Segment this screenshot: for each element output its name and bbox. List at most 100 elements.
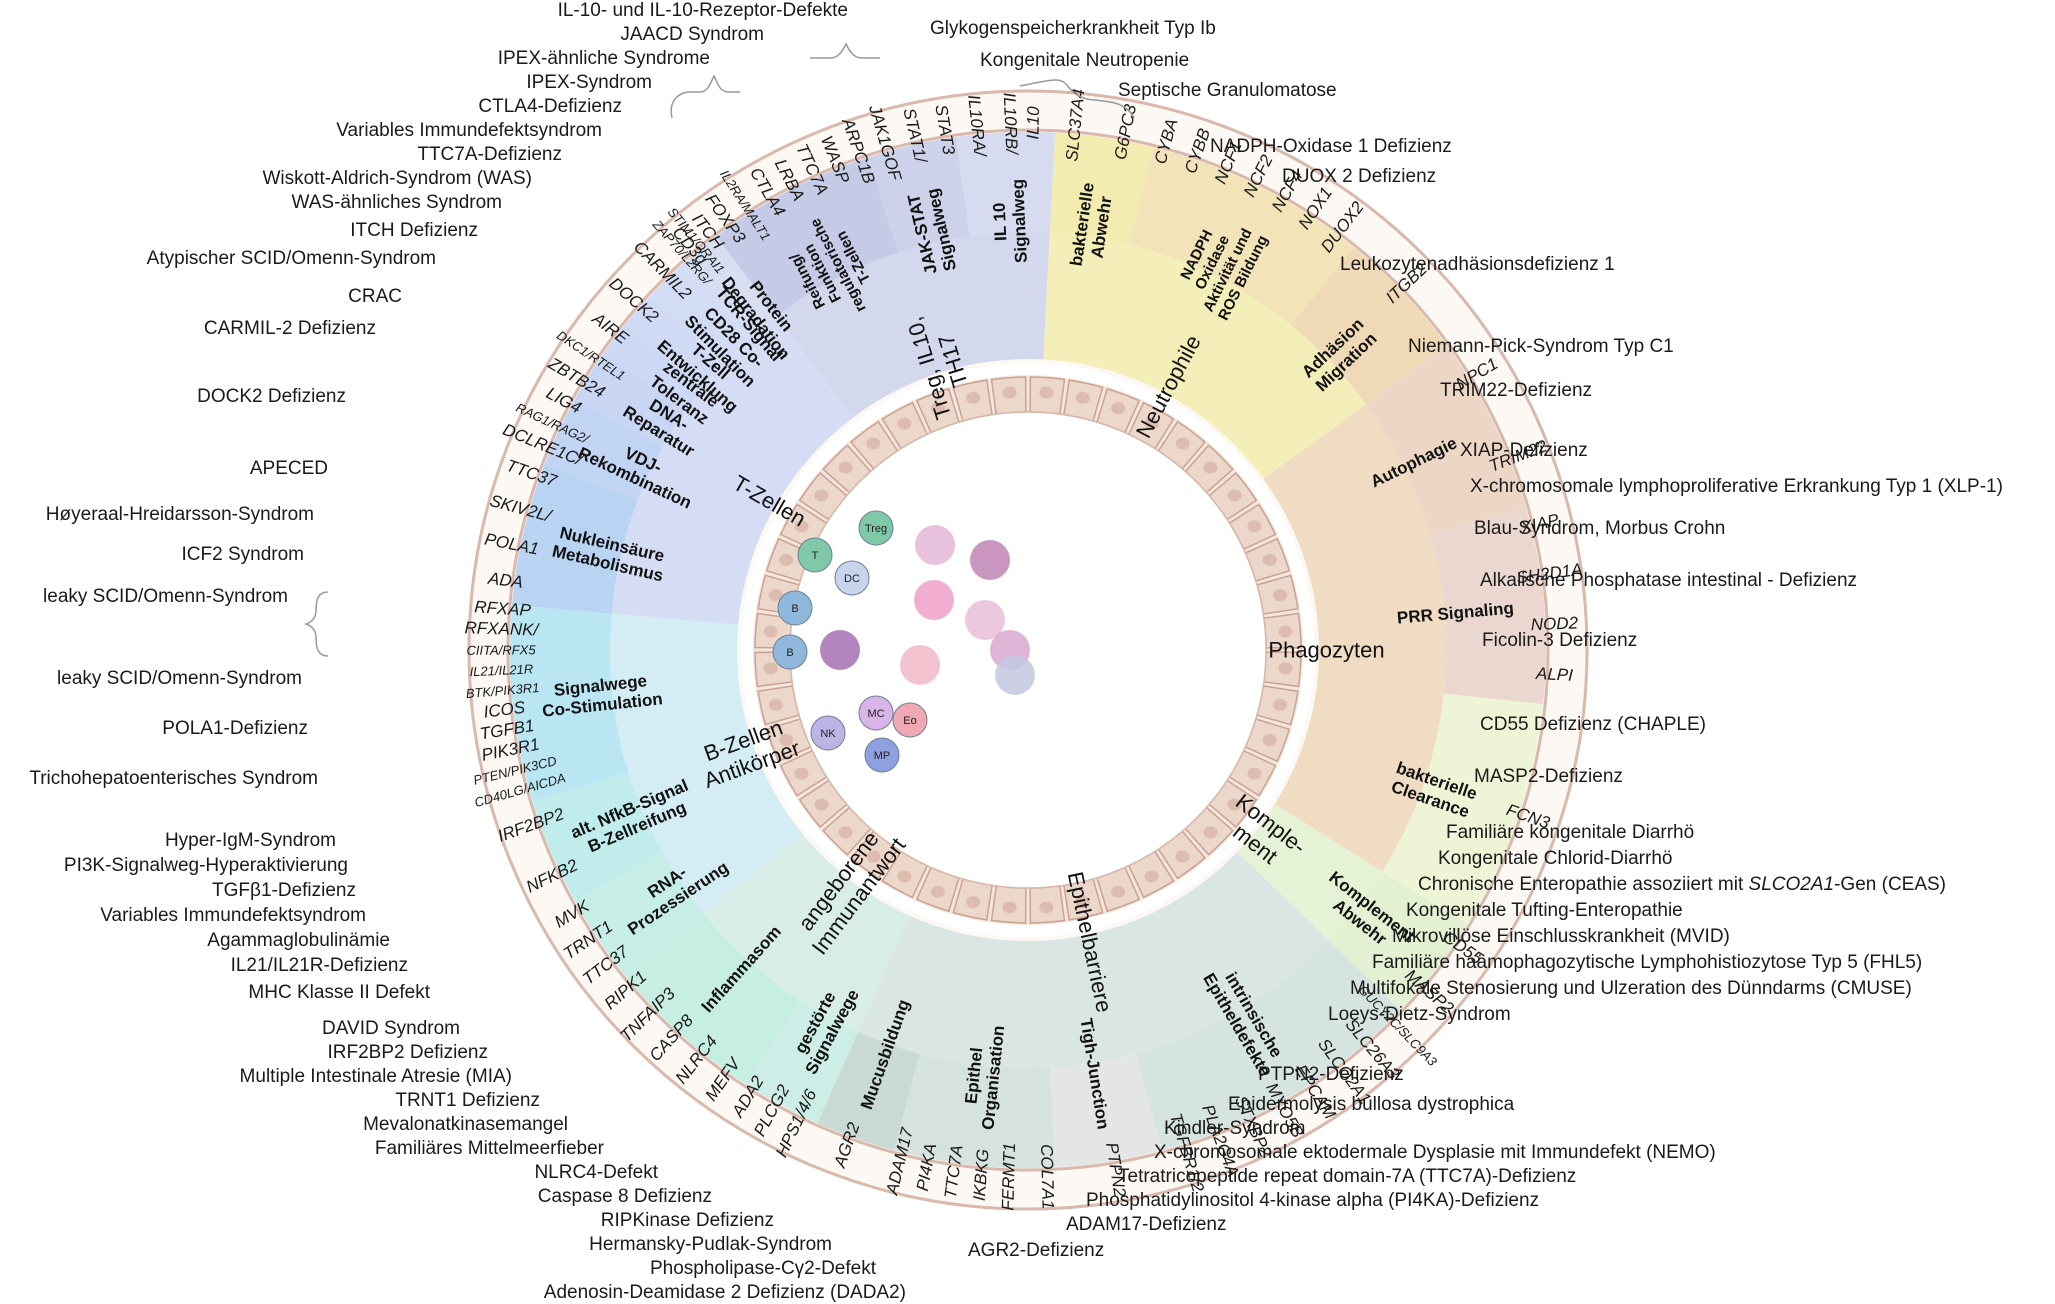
- cell-nucleus: [897, 870, 912, 883]
- cell-label: Treg: [865, 523, 887, 535]
- sector-band-treg: [776, 232, 1050, 411]
- cell-nucleus: [1075, 391, 1090, 404]
- group-band-bcell-2: [510, 604, 629, 802]
- group-band-phago-0: [1366, 345, 1526, 535]
- disease-label-left: Atypischer SCID/Omenn-Syndrom: [146, 248, 436, 269]
- inner-sector-innate: [793, 833, 910, 926]
- sector-band-tcell: [611, 316, 848, 624]
- inner-sector-bcell: [726, 623, 802, 841]
- disease-label-right: X-chromosomale ektodermale Dysplasie mit…: [1154, 1142, 1716, 1163]
- group-band-epi-1: [1049, 1053, 1163, 1168]
- disease-label-right: NADPH-Oxidase 1 Defizienz: [1210, 136, 1452, 157]
- disease-label-left: Adenosin-Deamidase 2 Defizienz (DADA2): [543, 1282, 906, 1303]
- disease-label-left: CRAC: [348, 286, 402, 307]
- disease-label-left: RIPKinase Defizienz: [600, 1210, 774, 1231]
- cell-nucleus: [1075, 896, 1090, 909]
- group-band-tcell-5: [649, 265, 749, 365]
- cell-label: DC: [844, 573, 860, 585]
- disease-label-left: Hermansky-Pudlak-Syndrom: [589, 1234, 832, 1255]
- cell-label: T: [812, 550, 819, 562]
- cell-nucleus: [1273, 698, 1288, 711]
- disease-label-left: TTC7A-Defizienz: [417, 144, 562, 165]
- disease-label-left: MHC Klasse II Defekt: [248, 982, 430, 1003]
- disease-label-left: Variables Immundefektsyndrom: [100, 905, 366, 926]
- gene-label: IL10: [1023, 106, 1043, 140]
- sector-band-phago: [1270, 404, 1446, 872]
- disease-label-right: DUOX 2 Defizienz: [1282, 166, 1437, 187]
- group-band-phago-1: [1429, 507, 1546, 705]
- disease-label-right: Chronische Enteropathie assoziiert mit S…: [1418, 874, 1947, 895]
- cell-nucleus: [1002, 901, 1017, 914]
- cell-nucleus: [1278, 662, 1293, 675]
- gene-label: RFXAP: [474, 597, 532, 620]
- cell-nucleus: [1227, 798, 1242, 811]
- disease-label-right: Niemann-Pick-Syndrom Typ C1: [1408, 336, 1674, 357]
- inner-sector-kompl: [1237, 804, 1285, 860]
- immune-cell-mc: MC: [858, 695, 894, 731]
- group-band-neutro-2: [1291, 247, 1448, 405]
- tissue-cell: [965, 600, 1005, 640]
- brace-top-left: [670, 74, 740, 119]
- disease-label-left: Phospholipase-Cγ2-Defekt: [649, 1258, 876, 1279]
- cell-nucleus: [1247, 520, 1262, 533]
- svg-text:Phagozyten: Phagozyten: [1268, 638, 1384, 663]
- sector-band-kompl: [1243, 808, 1383, 941]
- group-band-tcell-7: [702, 236, 777, 326]
- disease-label-right: X-chromosomale lymphoproliferative Erkra…: [1470, 476, 2003, 497]
- disease-label-left: APECED: [249, 458, 328, 479]
- disease-label-right: Septische Granulomatose: [1118, 80, 1337, 101]
- cell-label: MC: [867, 708, 884, 720]
- cell-nucleus: [814, 798, 829, 811]
- cell-nucleus: [1002, 386, 1017, 399]
- group-band-kompl-0: [1328, 871, 1468, 1010]
- disease-label-left: DOCK2 Defizienz: [197, 386, 346, 407]
- disease-label-left: TRNT1 Defizienz: [395, 1090, 540, 1111]
- disease-label-left: IPEX-ähnliche Syndrome: [497, 48, 710, 69]
- group-band-phago-2: [1382, 693, 1544, 925]
- disease-label-left: ICF2 Syndrom: [181, 544, 304, 565]
- disease-label-left: TGFβ1-Defizienz: [212, 880, 356, 901]
- inner-sector-neutro: [1043, 348, 1273, 479]
- disease-label-left: JAACD Syndrom: [620, 24, 764, 45]
- disease-label-left: POLA1-Defizienz: [162, 718, 308, 739]
- cell-nucleus: [1111, 885, 1126, 898]
- disease-label-left: Agammaglobulinämie: [207, 930, 390, 951]
- tissue-cell: [820, 630, 860, 670]
- gene-label: IKBKG: [970, 1148, 993, 1201]
- inner-sector-phago: [1263, 472, 1330, 811]
- disease-label-right: Mikrovillöse Einschlusskrankheit (MVID): [1392, 926, 1730, 947]
- cell-nucleus: [1262, 553, 1277, 566]
- cell-nucleus: [1203, 826, 1218, 839]
- disease-label-right: CD55 Defizienz (CHAPLE): [1480, 714, 1706, 735]
- brace-top-mid: [810, 42, 880, 59]
- disease-label-left: NLRC4-Defekt: [534, 1162, 658, 1183]
- gene-label: CIITA/RFX5: [466, 642, 536, 658]
- cell-nucleus: [930, 885, 945, 898]
- disease-label-right: Ficolin-3 Defizienz: [1482, 630, 1638, 651]
- cell-nucleus: [866, 850, 881, 863]
- cell-nucleus: [866, 437, 881, 450]
- group-band-tcell-4: [625, 296, 723, 387]
- disease-label-left: IL-10- und IL-10-Rezeptor-Defekte: [557, 0, 848, 21]
- immune-cell-dc: DC: [834, 560, 870, 596]
- cell-nucleus: [794, 520, 809, 533]
- disease-label-right: Familiäre kongenitale Diarrhö: [1446, 822, 1695, 843]
- disease-label-right: MASP2-Defizienz: [1474, 766, 1623, 787]
- cell-nucleus: [897, 417, 912, 430]
- disease-label-left: WAS-ähnliches Syndrom: [291, 192, 502, 213]
- disease-label-left: IL21/IL21R-Defizienz: [230, 955, 408, 976]
- gene-label: COL7A1: [1037, 1144, 1058, 1210]
- gene-label: ALPI: [1535, 664, 1574, 685]
- cell-nucleus: [1111, 402, 1126, 415]
- group-band-tcell-2: [574, 352, 686, 448]
- cell-label: NK: [820, 728, 836, 740]
- cell-nucleus: [768, 589, 783, 602]
- brace-top-right: [1019, 79, 1135, 119]
- group-band-neutro-1: [1129, 147, 1354, 326]
- disease-label-left: Hyper-IgM-Syndrom: [164, 830, 336, 851]
- cell-nucleus: [966, 896, 981, 909]
- gene-label: ADA: [486, 569, 524, 592]
- disease-label-right: Kongenitale Chlorid-Diarrhö: [1438, 848, 1673, 869]
